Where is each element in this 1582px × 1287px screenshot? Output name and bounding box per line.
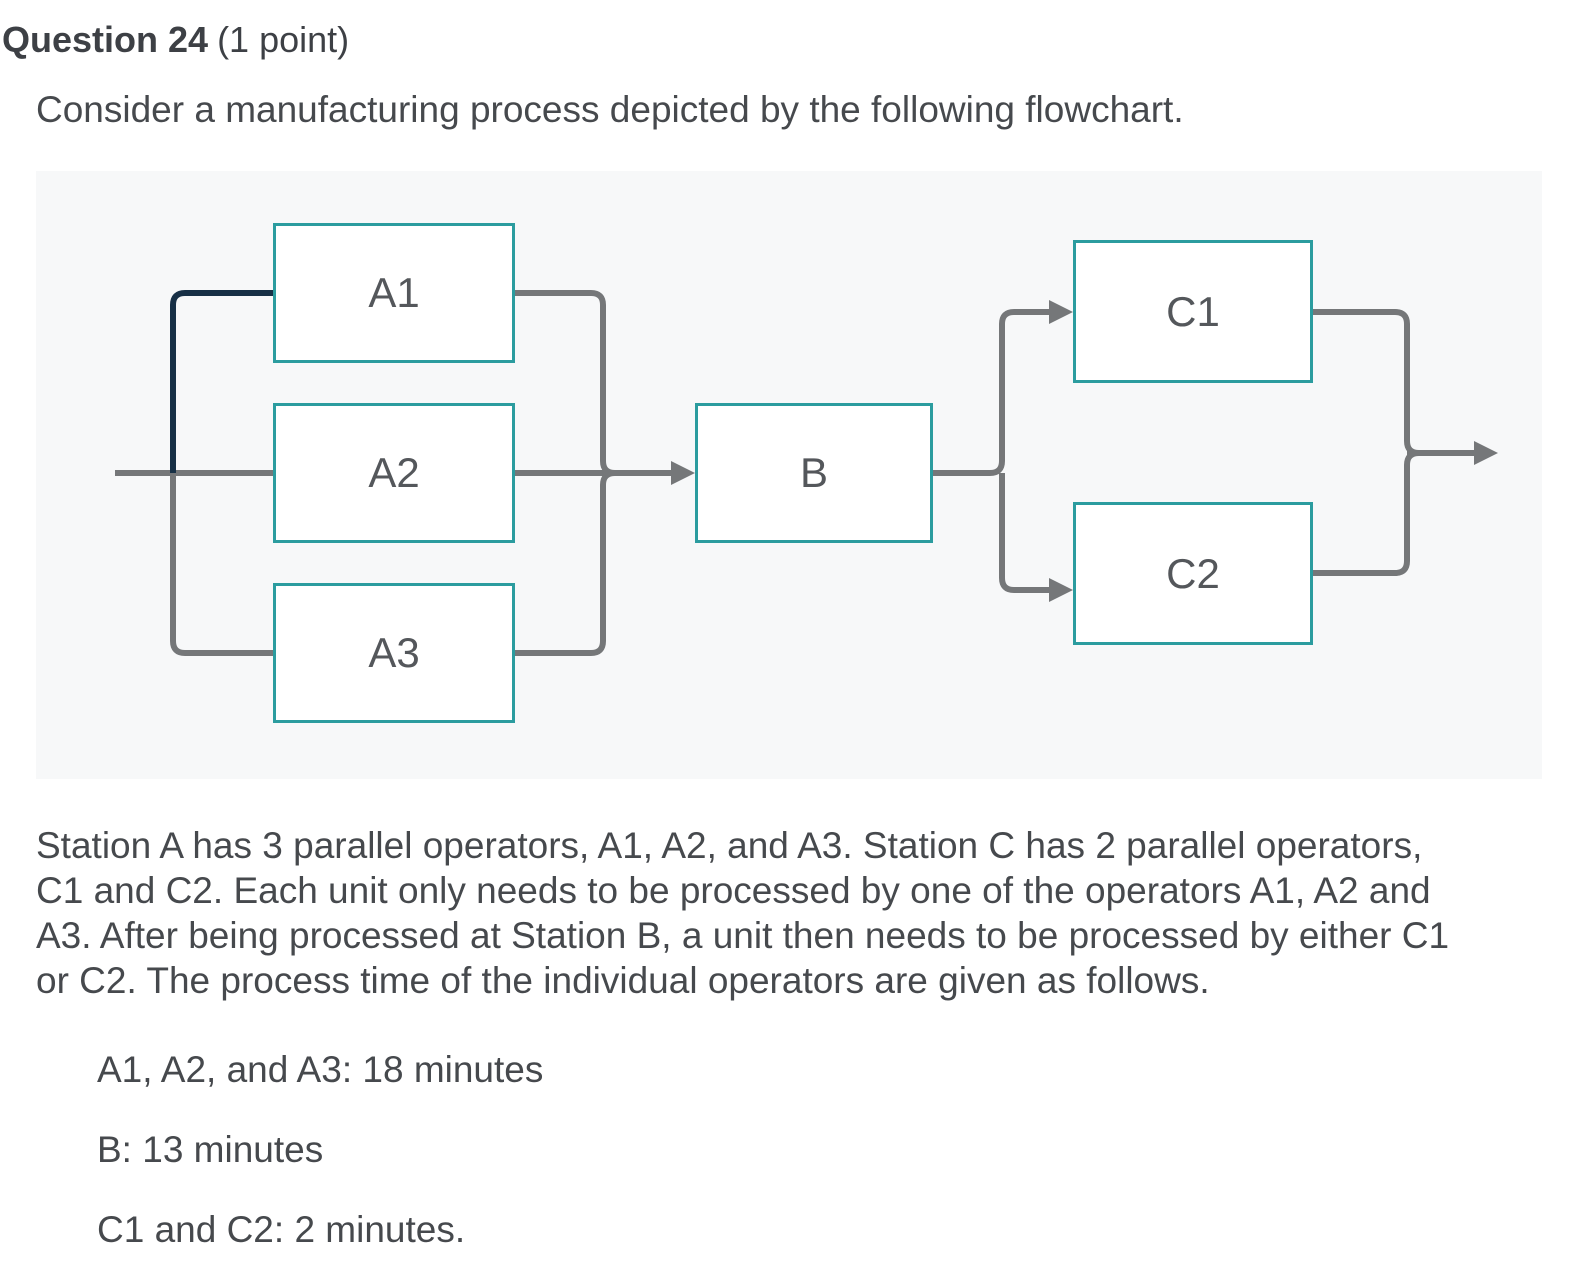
branch-to-a3 bbox=[170, 473, 273, 656]
node-A1: A1 bbox=[273, 223, 515, 363]
arrowhead-exit bbox=[1474, 441, 1498, 465]
flowchart-panel: A1 A2 A3 B C1 C2 bbox=[36, 171, 1542, 779]
process-time-item-b: B: 13 minutes bbox=[97, 1129, 324, 1170]
node-A1-label: A1 bbox=[368, 269, 420, 316]
node-A2: A2 bbox=[273, 403, 515, 543]
node-C1-label: C1 bbox=[1166, 287, 1220, 335]
c2-out-line bbox=[1313, 450, 1420, 576]
question-number: Question 24 bbox=[2, 19, 209, 60]
flowchart-connectors bbox=[115, 290, 1498, 656]
arrowhead-into-c1 bbox=[1049, 300, 1073, 324]
c1-out-line bbox=[1313, 309, 1420, 456]
node-B-label: B bbox=[799, 449, 828, 496]
node-C2: C2 bbox=[1073, 502, 1313, 645]
arrowhead-into-c2 bbox=[1049, 578, 1073, 602]
node-C2-label: C2 bbox=[1166, 549, 1220, 597]
process-times-list: A1, A2, and A3: 18 minutes B: 13 minutes… bbox=[97, 1047, 543, 1287]
question-points: (1 point) bbox=[217, 19, 350, 60]
description-text: Station A has 3 parallel operators, A1, … bbox=[36, 825, 1450, 1001]
arrowhead-into-b bbox=[671, 461, 695, 485]
a1-out-line bbox=[515, 290, 616, 476]
question-header: Question 24(1 point) bbox=[2, 19, 349, 61]
node-C1: C1 bbox=[1073, 240, 1313, 383]
process-time-item-c: C1 and C2: 2 minutes. bbox=[97, 1209, 466, 1250]
b-out-to-c2 bbox=[999, 473, 1051, 593]
b-out-to-c1 bbox=[933, 309, 1051, 476]
arrowheads bbox=[671, 300, 1498, 602]
node-A2-label: A2 bbox=[368, 449, 420, 496]
intro-text: Consider a manufacturing process depicte… bbox=[36, 89, 1184, 130]
node-B: B bbox=[695, 403, 933, 543]
process-time-item-a: A1, A2, and A3: 18 minutes bbox=[97, 1049, 544, 1090]
node-A3-label: A3 bbox=[368, 629, 420, 676]
branch-to-a1-navy bbox=[170, 290, 273, 473]
a3-out-line bbox=[515, 470, 616, 656]
connector-lines bbox=[115, 290, 1474, 656]
node-A3: A3 bbox=[273, 583, 515, 723]
